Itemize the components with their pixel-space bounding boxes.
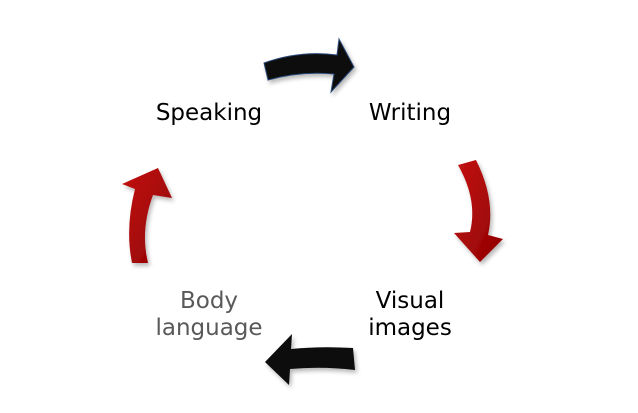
node-visual-images-line-2: images (368, 315, 452, 341)
node-body-language-line-2: language (155, 315, 263, 341)
node-writing-label: Writing (368, 100, 452, 126)
node-writing: Writing (358, 100, 462, 127)
node-visual-images: Visual images (352, 288, 468, 342)
node-visual-images-line-1: Visual (375, 288, 445, 314)
node-speaking-label: Speaking (155, 100, 263, 126)
arrow-speaking-to-writing (263, 37, 355, 94)
node-body-language-line-1: Body (179, 288, 239, 314)
arrow-body-to-speaking (122, 168, 172, 263)
node-speaking: Speaking (148, 100, 270, 127)
node-body-language: Body language (142, 288, 276, 342)
arrow-writing-to-visual (454, 160, 503, 262)
arrow-visual-to-body (265, 334, 355, 385)
